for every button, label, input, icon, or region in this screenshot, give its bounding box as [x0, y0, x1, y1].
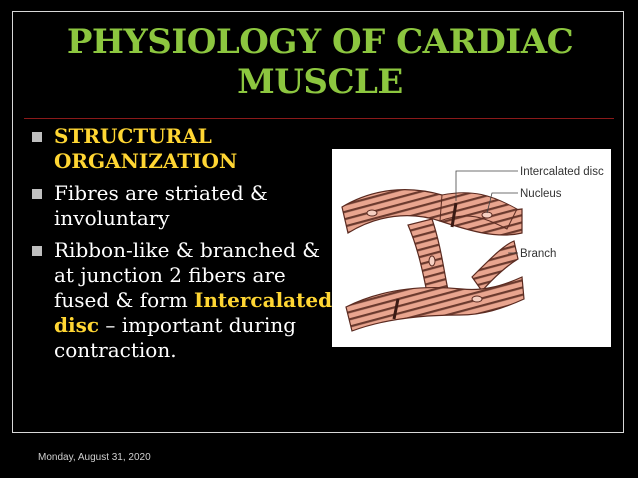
footer-date: Monday, August 31, 2020: [38, 452, 151, 463]
muscle-fiber-branch-right: [471, 240, 519, 292]
label-intercalated-disc: Intercalated disc: [520, 166, 604, 178]
bullet-text: Fibres are striated & involuntary: [54, 181, 268, 230]
muscle-fiber-top-right: [439, 192, 518, 230]
bullet-heading: STRUCTURAL ORGANIZATION: [54, 124, 238, 173]
bullet-text-post: – important during contraction.: [54, 313, 297, 362]
label-nucleus: Nucleus: [520, 188, 562, 200]
bullet-item: STRUCTURAL ORGANIZATION: [32, 124, 337, 174]
cardiac-muscle-diagram: Intercalated disc Nucleus Branch: [332, 149, 611, 347]
bullet-text-pre: Ribbon-like & branched & at junction 2 f…: [54, 238, 321, 312]
nucleus-shape: [471, 295, 483, 303]
label-branch: Branch: [520, 248, 556, 260]
bullet-item: Ribbon-like & branched & at junction 2 f…: [32, 238, 337, 363]
slide-title: PHYSIOLOGY OF CARDIAC MUSCLE: [66, 22, 574, 102]
leader-nucleus: [486, 192, 518, 214]
muscle-fiber-top: [341, 189, 523, 236]
cardiac-fiber-illustration: Intercalated disc Nucleus Branch: [341, 166, 604, 332]
bullet-item: Fibres are striated & involuntary: [32, 181, 337, 231]
square-bullet-icon: [32, 246, 42, 256]
square-bullet-icon: [32, 189, 42, 199]
square-bullet-icon: [32, 132, 42, 142]
slide-frame: [12, 11, 624, 433]
title-divider: [24, 118, 614, 119]
highlight-term: Intercalated disc: [54, 288, 333, 337]
leader-intercalated: [455, 170, 518, 201]
muscle-fiber-bottom: [345, 276, 525, 332]
nucleus-shape: [366, 209, 378, 217]
bullet-list: STRUCTURAL ORGANIZATION Fibres are stria…: [32, 124, 337, 370]
nucleus-shape: [428, 255, 436, 267]
